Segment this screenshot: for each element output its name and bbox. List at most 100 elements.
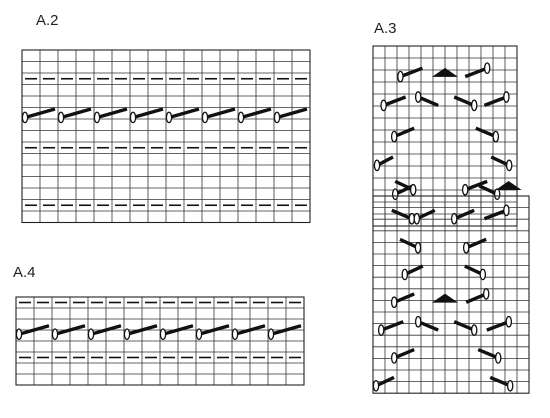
chart-title-a3: A.3: [374, 20, 397, 37]
twist-loop: [15, 328, 23, 341]
twist-bar: [126, 324, 158, 336]
twist-loop: [21, 111, 29, 124]
twist-symbol: [390, 126, 415, 143]
twist-symbol: [414, 315, 439, 332]
twist-symbol: [390, 292, 415, 309]
twist-loop: [201, 111, 209, 124]
twist-loop: [493, 188, 501, 201]
twist-bar: [60, 107, 92, 120]
twist-loop: [390, 130, 398, 143]
twist-loop: [377, 324, 385, 336]
twist-symbol: [377, 320, 404, 336]
twist-loop: [373, 159, 381, 172]
twist-loop: [414, 315, 422, 328]
twist-loop: [462, 241, 470, 254]
twist-loop: [159, 328, 167, 341]
twist-loop: [57, 111, 65, 124]
twist-symbol: [464, 264, 487, 281]
twist-bar: [477, 347, 499, 360]
twist-loop: [391, 188, 399, 201]
twist-bar: [382, 95, 407, 107]
twist-symbol: [123, 324, 158, 341]
twist-symbol: [87, 324, 122, 341]
decrease-symbol: [432, 293, 458, 303]
twist-symbol: [490, 155, 513, 172]
twist-symbol: [129, 107, 164, 124]
twist-loop: [506, 379, 514, 392]
twist-loop: [397, 70, 404, 83]
twist-loop: [470, 324, 478, 336]
twist-symbol: [237, 107, 272, 124]
twist-bar: [54, 324, 86, 336]
twist-symbol: [21, 107, 56, 124]
twist-loop: [401, 268, 409, 281]
twist-loop: [450, 212, 458, 225]
twist-symbol: [267, 324, 302, 341]
twist-loop: [505, 315, 513, 328]
twist-symbol: [165, 107, 200, 124]
twist-loop: [505, 159, 513, 172]
twist-symbol: [413, 208, 436, 225]
twist-symbol: [453, 320, 478, 336]
twist-bar: [240, 107, 272, 120]
twist-loop: [380, 99, 387, 112]
twist-symbol: [399, 237, 422, 254]
twist-bar: [132, 107, 164, 120]
twist-symbol: [453, 95, 478, 112]
twist-symbol: [394, 179, 417, 196]
twist-bar: [168, 107, 200, 120]
chart-border: [372, 195, 530, 394]
twist-symbol: [380, 95, 407, 112]
twist-bar: [276, 107, 308, 120]
twist-bar: [465, 237, 487, 250]
chart-border: [15, 296, 305, 386]
twist-symbol: [201, 107, 236, 124]
twist-loop: [87, 328, 95, 341]
twist-loop: [390, 352, 398, 364]
twist-loop: [479, 268, 487, 281]
twist-loop: [470, 99, 478, 112]
twist-bar: [453, 95, 475, 107]
twist-bar: [417, 95, 439, 107]
twist-symbol: [397, 66, 424, 83]
decrease-symbol: [432, 67, 458, 77]
chart-a2: [21, 49, 311, 224]
twist-loop: [165, 111, 173, 124]
twist-bar: [464, 66, 488, 79]
chart-a3-lower-section: [372, 179, 530, 394]
twist-symbol: [414, 91, 439, 107]
twist-bar: [465, 292, 487, 304]
twist-bar: [270, 324, 302, 336]
twist-symbol: [373, 155, 394, 172]
chart-title-a2: A.2: [36, 12, 59, 29]
twist-symbol: [477, 347, 502, 364]
twist-bar: [380, 320, 404, 332]
twist-bar: [483, 95, 508, 107]
twist-symbol: [464, 62, 491, 79]
twist-bar: [391, 208, 413, 221]
twist-bar: [453, 208, 475, 221]
twist-symbol: [195, 324, 230, 341]
twist-symbol: [51, 324, 86, 341]
twist-bar: [393, 126, 415, 139]
twist-bar: [483, 208, 508, 221]
twist-symbol: [478, 184, 501, 201]
twist-loop: [129, 111, 137, 124]
twist-bar: [162, 324, 194, 336]
twist-symbol: [462, 237, 487, 254]
twist-bar: [486, 320, 510, 332]
twist-bar: [417, 320, 439, 332]
twist-bar: [475, 126, 497, 139]
twist-symbol: [391, 208, 416, 225]
twist-loop: [51, 328, 59, 341]
twist-loop: [492, 130, 500, 143]
twist-loop: [414, 91, 422, 103]
twist-symbol: [390, 347, 415, 364]
twist-symbol: [475, 126, 500, 143]
twist-loop: [482, 288, 490, 300]
twist-loop: [390, 296, 398, 309]
twist-bar: [234, 324, 266, 336]
twist-bar: [204, 107, 236, 120]
chart-title-a4: A.4: [13, 264, 36, 281]
